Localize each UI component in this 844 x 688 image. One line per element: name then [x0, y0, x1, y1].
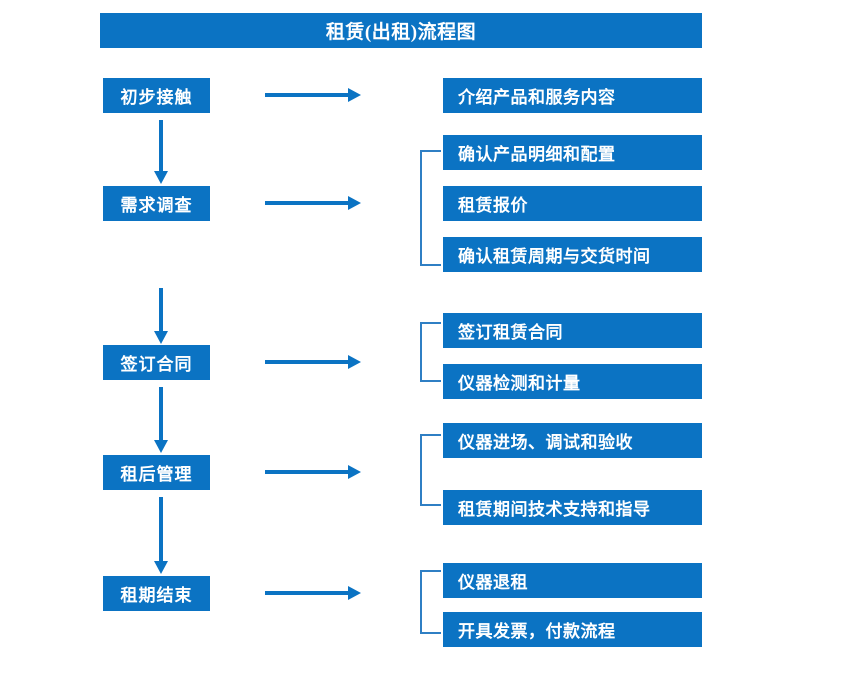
vertical-arrow-4: [154, 497, 168, 574]
stage-box-post-rental-management: 租后管理: [103, 455, 210, 490]
stage-box-sign-contract: 签订合同: [103, 345, 210, 380]
group-bracket-rental-end: [420, 570, 441, 634]
vertical-arrow-3: [154, 387, 168, 453]
group-bracket-requirement-survey: [420, 150, 441, 266]
horizontal-arrow-4: [265, 465, 361, 479]
detail-box-instrument-return: 仪器退租: [443, 563, 702, 598]
detail-box-invoice-payment-process: 开具发票，付款流程: [443, 612, 702, 647]
group-bracket-post-rental-management: [420, 434, 441, 506]
horizontal-arrow-1: [265, 88, 361, 102]
detail-box-technical-support-guidance: 租赁期间技术支持和指导: [443, 490, 702, 525]
detail-box-sign-rental-contract: 签订租赁合同: [443, 313, 702, 348]
group-bracket-sign-contract: [420, 322, 441, 382]
detail-box-instrument-inspection-metering: 仪器检测和计量: [443, 364, 702, 399]
horizontal-arrow-2: [265, 196, 361, 210]
vertical-arrow-1: [154, 120, 168, 184]
stage-box-initial-contact: 初步接触: [103, 78, 210, 113]
detail-box-rental-quotation: 租赁报价: [443, 186, 702, 221]
flowchart-title: 租赁(出租)流程图: [100, 13, 702, 48]
stage-box-requirement-survey: 需求调查: [103, 186, 210, 221]
detail-box-confirm-rental-period-delivery: 确认租赁周期与交货时间: [443, 237, 702, 272]
stage-box-rental-end: 租期结束: [103, 576, 210, 611]
horizontal-arrow-3: [265, 355, 361, 369]
detail-box-confirm-product-details: 确认产品明细和配置: [443, 135, 702, 170]
detail-box-introduce-products-services: 介绍产品和服务内容: [443, 78, 702, 113]
horizontal-arrow-5: [265, 586, 361, 600]
detail-box-instrument-entry-commissioning-acceptance: 仪器进场、调试和验收: [443, 423, 702, 458]
vertical-arrow-2: [154, 288, 168, 344]
